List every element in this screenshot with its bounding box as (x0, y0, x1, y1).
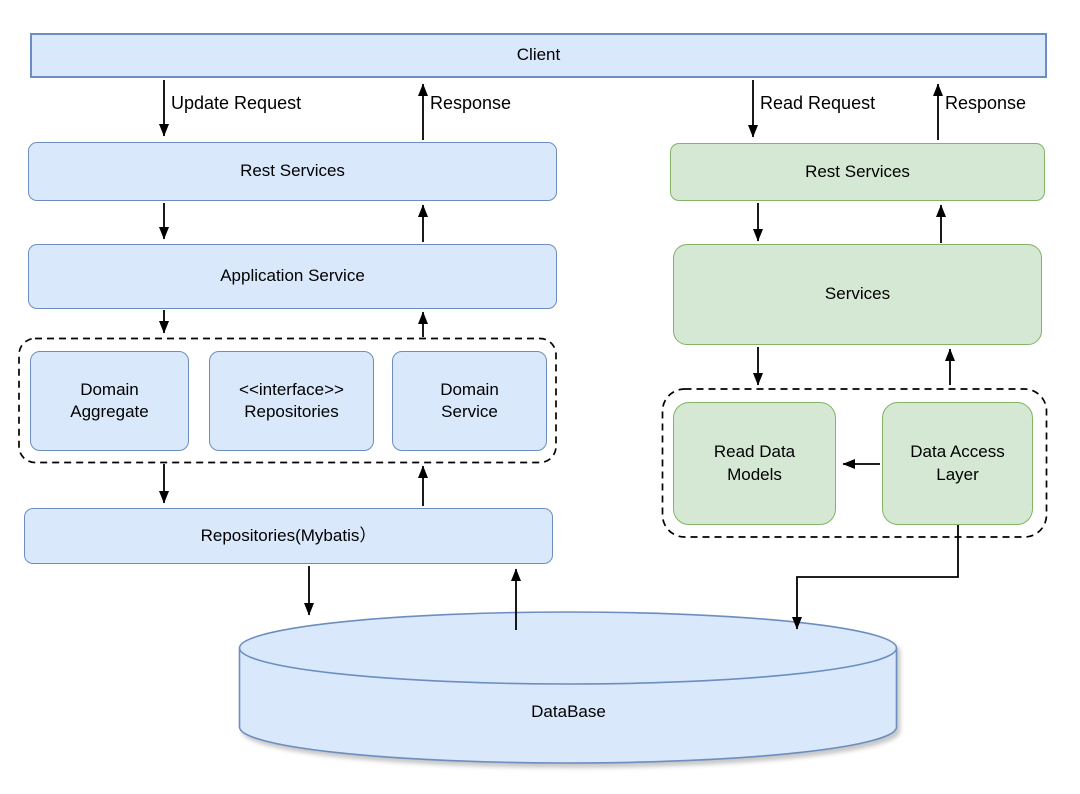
node-repositories-mybatis: Repositories(Mybatis） (24, 508, 553, 564)
node-read-data-models: Read Data Models (673, 402, 836, 525)
database-cylinder (238, 611, 898, 764)
write-domain-group-border (18, 337, 557, 464)
node-domain-service: Domain Service (392, 351, 547, 451)
node-services: Services (673, 244, 1042, 345)
node-data-access-layer: Data Access Layer (882, 402, 1033, 525)
arrow-data-access-to-database (792, 525, 959, 630)
node-rest-services-read: Rest Services (670, 143, 1045, 201)
node-rest-services-write: Rest Services (28, 142, 557, 201)
node-client: Client (30, 33, 1047, 78)
edge-label-response-right: Response (945, 93, 1027, 113)
edge-label-response-left: Response (430, 93, 512, 113)
edge-label-update-request: Update Request (171, 93, 302, 113)
node-domain-aggregate: Domain Aggregate (30, 351, 189, 451)
read-data-group-border (661, 388, 1048, 538)
edge-label-read-request: Read Request (760, 93, 876, 113)
node-application-service: Application Service (28, 244, 557, 309)
database-label: DataBase (531, 701, 606, 721)
database-cylinder-top (238, 611, 898, 685)
node-interface-repositories: <<interface>> Repositories (209, 351, 374, 451)
